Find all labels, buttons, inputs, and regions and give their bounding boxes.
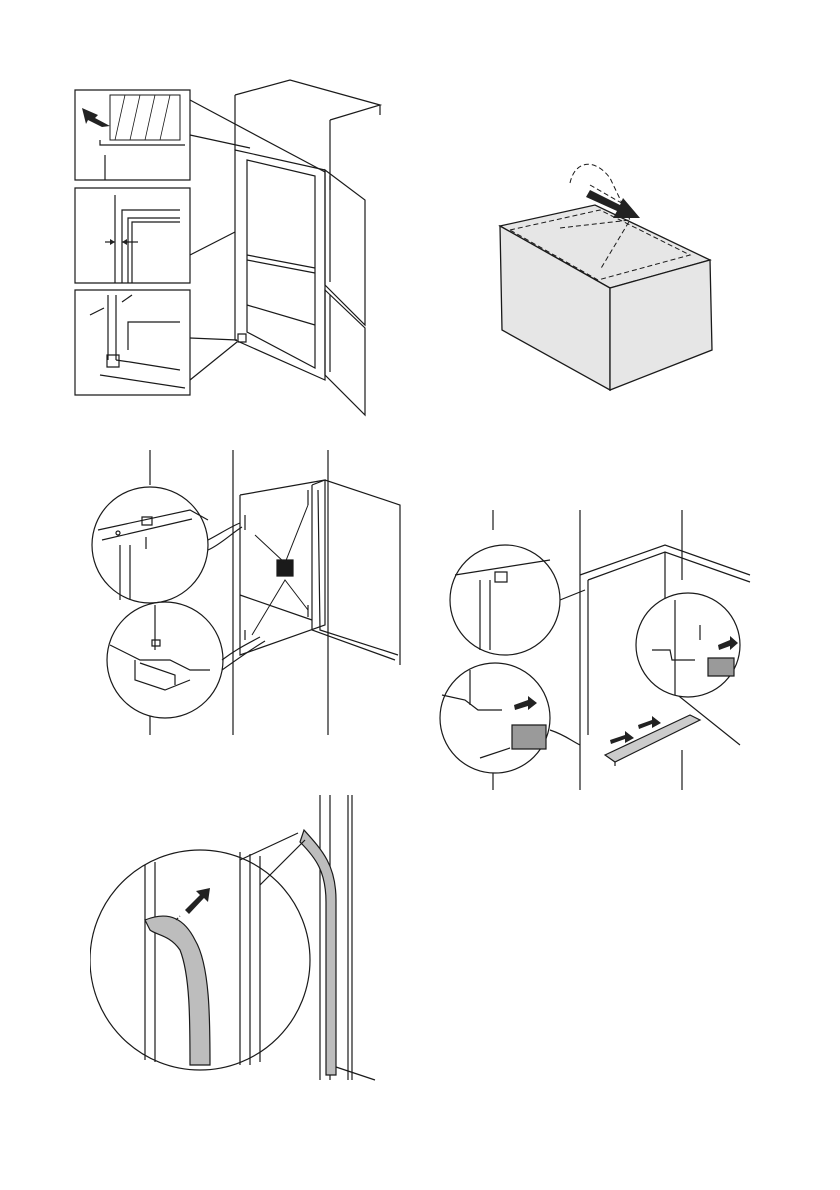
fridge-installation-figure — [60, 70, 400, 430]
hinge — [238, 334, 246, 342]
detail-inset-middle — [75, 188, 235, 283]
fridge-door — [325, 170, 365, 415]
packaging-box-figure — [480, 150, 740, 410]
detail-circle-bottom-left — [440, 663, 550, 773]
arrow-icon — [638, 716, 661, 729]
hinge-covers-figure — [420, 500, 770, 800]
detail-circle-top — [92, 487, 208, 603]
arrow-icon — [610, 731, 634, 744]
detail-inset-top — [75, 90, 325, 180]
arrow-icon — [122, 239, 127, 245]
arrow-icon — [110, 239, 115, 245]
cover-block-icon — [708, 658, 734, 676]
cover-block-icon — [512, 725, 546, 749]
fridge-body — [235, 150, 325, 380]
detail-inset-bottom — [75, 290, 237, 395]
arrow-icon — [82, 108, 110, 127]
hinge-screws-figure — [80, 445, 410, 745]
door-seal-figure — [90, 790, 390, 1090]
fridge-side — [240, 480, 400, 665]
